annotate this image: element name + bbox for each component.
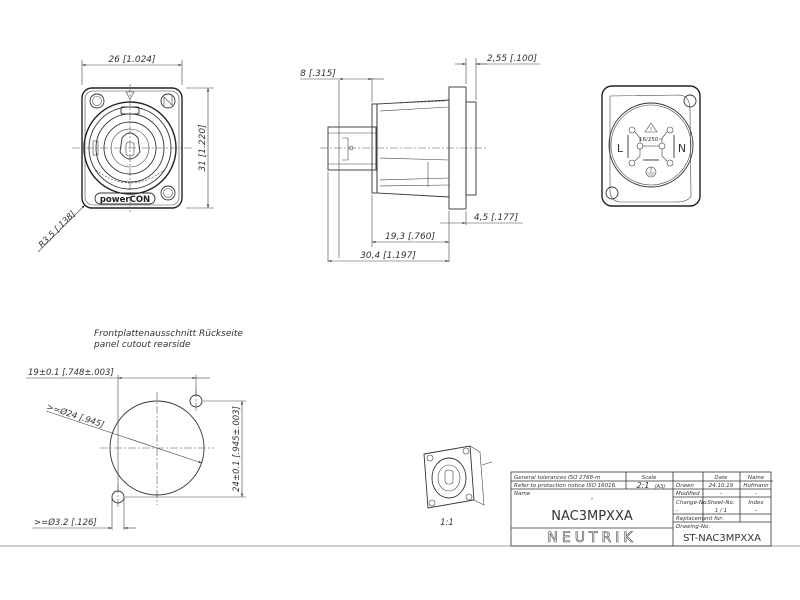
neutrik-logo: NEUTRIK — [547, 530, 636, 546]
rear-label-n: N — [678, 142, 686, 155]
change-label: Change-No. — [676, 500, 709, 506]
rear-label-l: L — [617, 142, 624, 155]
name-dash: - — [591, 495, 594, 503]
cutout-title-en: panel cutout rearside — [93, 340, 191, 350]
title-block: General tolerances ISO 2768-m Refer to p… — [0, 471, 800, 547]
sheet-label: Sheet-No. — [707, 500, 734, 506]
dim-flange-depth: 4,5 [.177] — [474, 213, 519, 223]
name-label: Name — [514, 491, 531, 497]
dim-cutout-diameter: >=Ø24 [.945] — [45, 401, 105, 430]
drawn-name: Hofmann — [743, 483, 769, 489]
panel-cutout: Frontplattenausschnitt Rückseite panel c… — [26, 329, 246, 530]
scale-value: 2:1 — [637, 481, 650, 490]
iso-scale: 1:1 — [440, 518, 454, 528]
drawing-no-label: Drawing-No. — [676, 524, 710, 530]
iso-view: 1:1 — [423, 445, 493, 528]
dim-cutout-width: 19±0.1 [.748±.003] — [28, 368, 114, 378]
front-view: powerCON 26 [1.024] 31 [1.220] R3,5 [.13… — [37, 55, 214, 253]
dim-front-length: 8 [.315] — [300, 69, 336, 79]
modified-name: - — [755, 491, 757, 497]
name-header: Name — [748, 475, 765, 481]
replacement-label: Replacement for: — [676, 516, 724, 522]
brand-label: powerCON — [100, 195, 150, 205]
sheet-value: 1 / 1 — [715, 508, 727, 514]
part-name: NAC3MPXXA — [551, 509, 633, 524]
change-value: - — [676, 508, 678, 514]
modified-label: Modified — [676, 491, 700, 497]
drawing-number: ST-NAC3MPXXA — [683, 533, 761, 544]
dim-cutout-height: 24±0.1 [.945±.003] — [232, 406, 242, 492]
protection-notice: Refer to protection notice ISO 16016. — [514, 483, 617, 489]
scale-label: Scale — [642, 475, 657, 481]
index-value: – — [755, 508, 758, 514]
dim-height: 31 [1.220] — [198, 124, 208, 172]
modified-date: - — [720, 491, 722, 497]
dim-hole-diameter: >=Ø3.2 [.126] — [34, 517, 97, 528]
general-tolerances: General tolerances ISO 2768-m — [514, 475, 601, 481]
rating-label: 16/250~ — [639, 137, 663, 143]
index-label: Index — [748, 500, 764, 506]
drawn-date: 24.10.19 — [709, 483, 734, 489]
dim-width: 26 [1.024] — [108, 55, 156, 65]
dim-flange-thickness: 2,55 [.100] — [487, 54, 537, 64]
svg-text:!: ! — [650, 127, 652, 133]
scale-format: (A3) — [655, 484, 666, 490]
dim-body-length: 19,3 [.760] — [385, 232, 435, 242]
rear-view: ! L N 16/250~ — [601, 85, 701, 207]
dim-radius: R3,5 [.138] — [37, 209, 78, 250]
side-view: 2,55 [.100] 8 [.315] 4,5 [.177] 19,3 [.7… — [300, 54, 540, 263]
drawn-label: Drawn — [676, 483, 694, 489]
dim-total-length: 30,4 [1.197] — [360, 251, 416, 261]
date-header: Date — [714, 475, 728, 481]
cutout-title-de: Frontplattenausschnitt Rückseite — [94, 329, 243, 339]
